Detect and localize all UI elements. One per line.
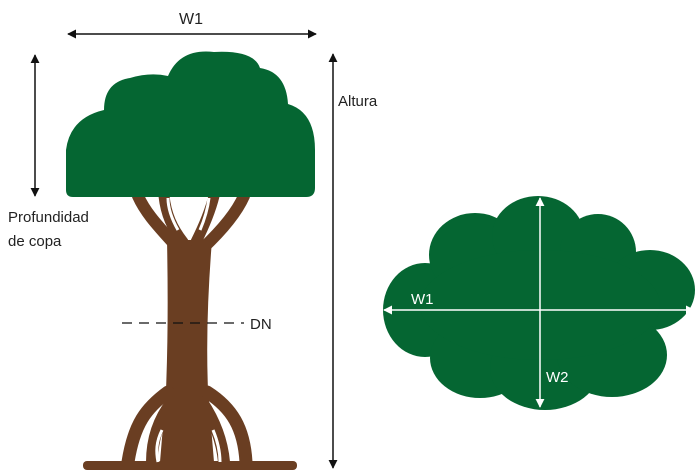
plan-width2-label: W2 <box>546 369 569 386</box>
crown-depth-dimension: Profundidad de copa <box>8 54 89 250</box>
crown-width-label: W1 <box>179 11 203 28</box>
tree-crown <box>66 51 315 197</box>
tree-trunk <box>83 190 297 470</box>
height-label: Altura <box>338 93 378 110</box>
dbh-marker: DN <box>122 316 272 333</box>
side-view-tree <box>66 51 315 470</box>
plan-width1-label: W1 <box>411 291 434 308</box>
plan-view-crown: W1 W2 <box>383 196 695 410</box>
dbh-label: DN <box>250 316 272 333</box>
crown-width-dimension: W1 <box>67 11 317 39</box>
height-dimension: Altura <box>328 53 378 469</box>
crown-depth-label-line2: de copa <box>8 233 62 250</box>
crown-depth-label-line1: Profundidad <box>8 209 89 226</box>
